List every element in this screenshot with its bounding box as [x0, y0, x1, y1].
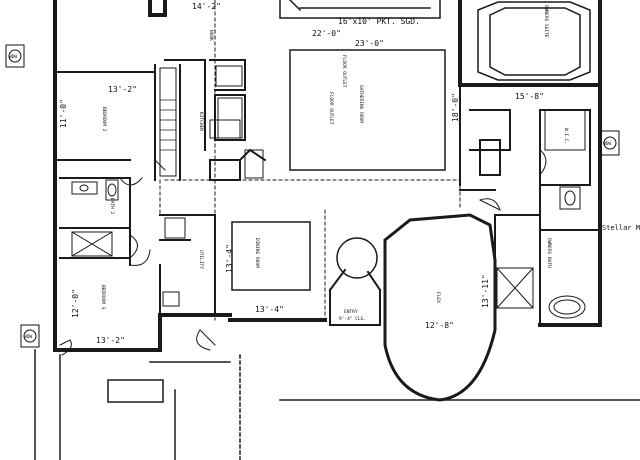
dim-bedroom3-depth: 12'-0" — [71, 289, 80, 318]
dim-flex-depth: 13'-11" — [481, 274, 490, 308]
gathering-room-tray — [289, 49, 446, 171]
exterior-walls — [53, 0, 602, 352]
dim-owners-width: 15'-8" — [515, 92, 544, 101]
label-owners-bath: OWNERS BATH — [546, 238, 552, 268]
label-dining-room: DINING ROOM — [254, 238, 260, 268]
dining-room-walls — [231, 221, 311, 291]
lower-outline — [34, 349, 640, 460]
dim-bedroom2-depth: 11'-0" — [59, 99, 68, 128]
dim-gathering-depth: 18'-0" — [451, 93, 460, 122]
label-bedroom-3: BEDROOM 3 — [100, 285, 106, 310]
door-swings — [59, 149, 547, 356]
label-floor-outlet-2: FLOOR OUTLET — [328, 92, 334, 125]
kitchen-fixtures — [159, 65, 264, 179]
dim-utility-depth: 13'-4" — [225, 244, 234, 273]
flex-room-walls — [383, 213, 497, 402]
dim-top-2: 22'-0" — [312, 29, 341, 38]
label-entry: ENTRY — [344, 309, 358, 315]
label-owners-suite: OWNERS SUITE — [543, 5, 549, 38]
dim-top-1: 14'-2" — [192, 2, 221, 11]
label-wic: W.I.C. — [563, 128, 569, 144]
marker-left-lower-text: WDW — [24, 334, 32, 340]
label-bath-2: BATH 2 — [109, 198, 115, 215]
label-ceiling-tag: 9'-4" CLG. — [339, 316, 366, 322]
dim-bedroom2-width: 13'-2" — [108, 85, 137, 94]
entry-walls — [328, 237, 382, 326]
label-nook: NOOK — [208, 30, 214, 41]
sliding-door — [279, 0, 441, 19]
label-kitchen: KITCHEN — [198, 112, 204, 131]
section-marker-right: WDW — [600, 130, 620, 156]
section-marker-left-upper: WDW — [5, 44, 25, 68]
marker-left-upper-text: WDW — [9, 54, 17, 60]
bath-fixtures — [71, 109, 586, 319]
label-bedroom-2: BEDROOM 2 — [101, 107, 107, 132]
dim-dining-width: 13'-4" — [255, 305, 284, 314]
marker-right-text: WDW — [603, 141, 611, 147]
watermark: Stellar MLS — [602, 224, 640, 232]
dim-flex-width: 12'-8" — [425, 321, 454, 330]
dim-bedroom3-width: 13'-2" — [96, 336, 125, 345]
label-floor-outlet-1: FLOOR OUTLET — [341, 55, 347, 88]
dim-slider-door: 16'x10' PKT. SGD. — [338, 17, 420, 26]
label-gathering-room: GATHERING ROOM — [358, 85, 364, 123]
closet-hatch — [159, 99, 177, 151]
owners-suite-tray — [477, 1, 591, 81]
label-utility: UTILITY — [198, 250, 204, 269]
interior-walls — [54, 59, 601, 351]
label-flex: FLEX — [435, 292, 441, 303]
dim-gathering-width: 23'-0" — [355, 39, 384, 48]
section-marker-left-lower: WDW — [20, 324, 40, 348]
ceiling-lines — [159, 0, 461, 321]
